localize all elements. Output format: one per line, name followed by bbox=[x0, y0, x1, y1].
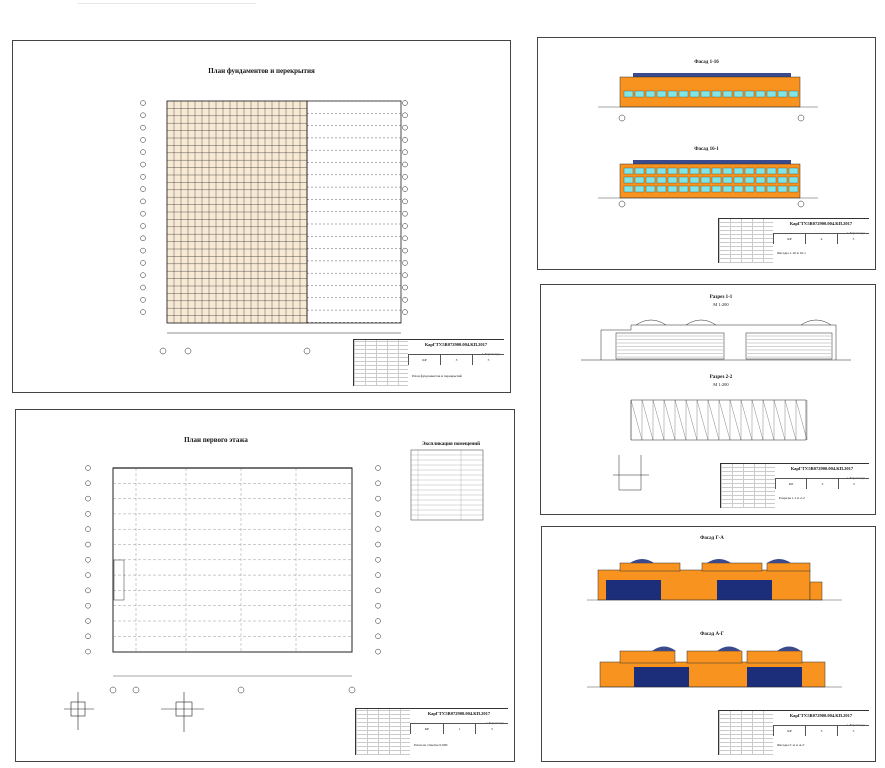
stamp-sheet: 1 bbox=[442, 724, 476, 734]
stamp-sheets: 5 bbox=[837, 479, 869, 489]
drawing-code: КарГТУ.5В072900.004.КП.2017 bbox=[789, 221, 853, 226]
stamp-stage: КР bbox=[408, 355, 440, 365]
title-block: КарГТУ.5В072900.004.КП.2017 г. Караганда… bbox=[720, 463, 869, 508]
title-block: КарГТУ.5В072900.004.КП.2017 г. Караганда… bbox=[718, 218, 869, 263]
stamp-sheet: 4 bbox=[805, 234, 837, 244]
sheet-facades-g-a[interactable]: Фасад Г-А Фасад А-Г КарГТУ.5В072900.004.… bbox=[541, 526, 876, 762]
section-scale-a: М 1:200 bbox=[713, 302, 729, 307]
stamp-sheet: 2 bbox=[806, 479, 837, 489]
stamp-sheet-name: Разрезы 1-1 и 2-2 bbox=[779, 496, 805, 500]
stamp-sheet: 3 bbox=[440, 355, 472, 365]
legend-title: Экспликация помещений bbox=[422, 442, 480, 447]
stamp-sheets: 5 bbox=[837, 726, 869, 736]
title-block: КарГТУ.5В072900.004.КП.2017 г. Караганда… bbox=[355, 708, 508, 755]
stamp-sheet-name: Фасады Г-А и А-Г bbox=[777, 743, 805, 747]
stamp-sheet-name: План на отметке 0,000 bbox=[414, 743, 448, 747]
sheet-sections[interactable]: Разрез 1-1 М 1:200 Разрез 2-2 М 1:200 Ка… bbox=[540, 284, 876, 515]
stamp-stage: КР bbox=[410, 724, 443, 734]
facade-1-16-drawing bbox=[598, 73, 818, 208]
stamp-stage: КР bbox=[773, 726, 805, 736]
sheet-first-floor-plan[interactable]: План первого этажа Экспликация помещений… bbox=[15, 409, 515, 762]
foundation-plan-drawing bbox=[140, 100, 408, 355]
title-block: КарГТУ.5В072900.004.КП.2017 г. Караганда… bbox=[718, 710, 869, 755]
stamp-stage: КР bbox=[773, 234, 805, 244]
facade-title-b: Фасад А-Г bbox=[700, 632, 724, 637]
section-title-b: Разрез 2-2 bbox=[709, 375, 733, 380]
top-header-line bbox=[78, 3, 256, 4]
sections-drawing bbox=[581, 319, 851, 491]
facade-title-b: Фасад 16-1 bbox=[694, 147, 719, 152]
drawing-code: КарГТУ.5В072900.004.КП.2017 bbox=[789, 713, 853, 718]
facade-g-a-drawing bbox=[587, 559, 842, 688]
sheet-foundation-plan[interactable]: План фундаментов и перекрытия КарГТУ.5В0… bbox=[12, 40, 511, 393]
title-block: КарГТУ.5В072900.004.КП.2017 г. Караганда… bbox=[353, 339, 504, 386]
stamp-sheets: 5 bbox=[475, 724, 508, 734]
drawing-code: КарГТУ.5В072900.004.КП.2017 bbox=[790, 466, 854, 471]
stamp-sheets: 5 bbox=[472, 355, 504, 365]
drawing-code: КарГТУ.5В072900.004.КП.2017 bbox=[427, 711, 491, 716]
section-title-a: Разрез 1-1 bbox=[709, 295, 733, 300]
stamp-sheet-name: План фундаментов и перекрытий bbox=[412, 374, 462, 378]
stamp-stage: КР bbox=[775, 479, 806, 489]
stamp-sheet-name: Фасады 1-16 и 16-1 bbox=[777, 251, 806, 255]
stamp-sheets: 5 bbox=[837, 234, 869, 244]
floor-plan-drawing bbox=[64, 449, 484, 732]
sheet-facades-1-16[interactable]: Фасад 1-16 Фасад 16-1 КарГТУ.5В072900.00… bbox=[537, 37, 876, 270]
facade-title-a: Фасад Г-А bbox=[700, 536, 724, 541]
sheet-title: План фундаментов и перекрытия bbox=[208, 67, 315, 75]
section-scale-b: М 1:200 bbox=[713, 382, 729, 387]
stamp-sheet: 3 bbox=[805, 726, 837, 736]
sheet-title: План первого этажа bbox=[184, 436, 248, 444]
drawing-code: КарГТУ.5В072900.004.КП.2017 bbox=[424, 342, 488, 347]
facade-title-a: Фасад 1-16 bbox=[694, 60, 719, 65]
